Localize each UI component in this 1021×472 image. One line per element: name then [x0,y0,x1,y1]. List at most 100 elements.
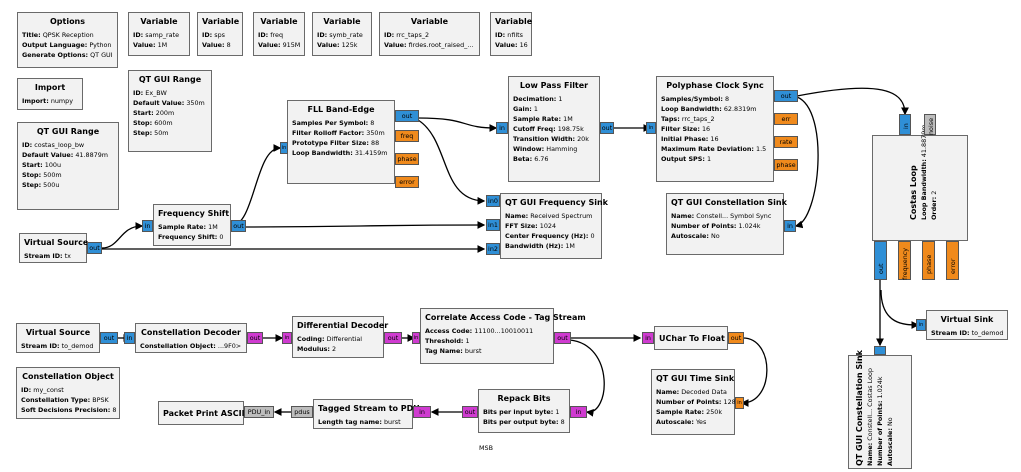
correlate-access-code-block[interactable]: Correlate Access Code - Tag Stream Acces… [420,308,586,364]
qt-gui-constellation-sink-costas-block[interactable]: QT GUI Constellation Sink Name: Constell… [848,350,912,469]
pdu-print-in-port[interactable]: PDU_in [244,406,274,418]
param-row: Samples Per Symbol: 8 [292,119,375,127]
block-title: Virtual Sink [940,315,994,324]
param-row: Constellation Object: ...9F0> [140,342,242,350]
fll-freq-port[interactable]: freq [395,130,419,142]
const-dec-out-port[interactable]: out [247,332,263,344]
ts2pdu-pdus-port[interactable]: pdus [291,406,313,418]
param-row: Sample Rate: 250k [656,408,723,416]
block-title: Variable [140,17,178,26]
pfb-err-port[interactable]: err [774,113,798,125]
wire-freqshift-fll [230,144,282,227]
import-block[interactable]: Import Import: numpy [17,78,83,110]
qt-gui-range-exbw-block[interactable]: QT GUI Range ID: Ex_BW Default Value: 35… [128,70,212,152]
polyphase-clock-sync-block[interactable]: Polyphase Clock Sync Samples/Symbol: 8 L… [656,76,774,182]
fll-phase-port[interactable]: phase [395,153,419,165]
block-title: Variable [202,17,240,26]
param-row: Step: 500u [22,181,60,189]
qt-gui-frequency-sink-block[interactable]: QT GUI Frequency Sink Name: Received Spe… [500,193,608,259]
virtual-source-tx-block[interactable]: Virtual Source Stream ID: tx [19,233,89,263]
param-row: Sample Rate: 1M [513,115,573,123]
repack-out-port[interactable]: out [462,406,478,418]
block-title: QT GUI Frequency Sink [505,198,608,207]
pfb-in-port[interactable]: in [646,122,656,134]
const-sink2-in-port[interactable] [874,346,886,355]
tagged-stream-to-pdu-block[interactable]: Tagged Stream to PDU Length tag name: bu… [313,399,420,429]
pfb-phase-port[interactable]: phase [774,159,798,171]
lpf-out-port[interactable]: out [600,122,614,134]
packet-print-ascii-block[interactable]: Packet Print ASCII [158,401,245,425]
param-row: Constellation Type: BPSK [21,396,109,404]
fll-error-port[interactable]: error [395,176,419,188]
wire-fll-freqsink-in0 [417,119,486,205]
costas-frequency-port[interactable]: frequency [898,241,911,280]
param-row: Stop: 500m [22,171,62,179]
corr-out-port[interactable]: out [554,332,571,344]
block-title: Virtual Source [24,238,89,247]
uchar-to-float-block[interactable]: UChar To Float [654,326,728,350]
qt-gui-time-sink-block[interactable]: QT GUI Time Sink Name: Decoded Data Numb… [651,369,736,435]
param-row: ID: rrc_taps_2 [384,31,430,39]
costas-phase-port[interactable]: phase [922,241,935,280]
virtual-source-demod-block[interactable]: Virtual Source Stream ID: to_demod [16,323,100,353]
variable-symb-rate-block[interactable]: Variable ID: symb_rate Value: 125k [312,12,372,56]
constellation-decoder-block[interactable]: Constellation Decoder Constellation Obje… [135,323,247,353]
uchar-in-port[interactable]: in [642,332,654,344]
uchar-out-port[interactable]: out [728,332,744,344]
diff-dec-out-port[interactable]: out [384,332,402,344]
param-row: Bandwidth (Hz): 1M [505,242,575,250]
freq-sink-in2-port[interactable]: in2 [486,243,500,255]
pfb-rate-port[interactable]: rate [774,136,798,148]
low-pass-filter-block[interactable]: Low Pass Filter Decimation: 1 Gain: 1 Sa… [508,76,600,182]
param-row: Window: Hamming [513,145,578,153]
corr-in-port[interactable]: in [412,332,420,344]
fll-band-edge-block[interactable]: FLL Band-Edge Samples Per Symbol: 8 Filt… [287,100,395,184]
differential-decoder-block[interactable]: Differential Decoder Coding: Differentia… [292,316,388,358]
wire-vsrc-freqshift [101,222,144,249]
freq-shift-in-port[interactable]: in [142,220,153,232]
diff-dec-in-port[interactable]: in [282,332,292,344]
param-row: Number of Points: 128 [656,398,736,406]
qt-gui-constellation-sink-symbol-block[interactable]: QT GUI Constellation Sink Name: Constell… [666,193,787,255]
freq-sink-in1-port[interactable]: in1 [486,219,500,231]
param-row: Loop Bandwidth: 41.8879m [920,124,928,221]
const-sink1-in-port[interactable]: in [784,220,796,232]
vsrc-demod-out-port[interactable]: out [100,332,118,344]
freq-shift-out-port[interactable]: out [231,220,246,232]
costas-noise-port[interactable]: noise [924,114,936,135]
virtual-sink-block[interactable]: Virtual Sink Stream ID: to_demod [926,310,1008,340]
repack-in-port[interactable]: in [570,406,587,418]
costas-error-port[interactable]: error [946,241,959,280]
param-row: ID: costas_loop_bw [22,141,85,149]
freq-sink-in0-port[interactable]: in0 [486,195,500,207]
param-row: Soft Decisions Precision: 8 [21,406,117,414]
param-row: Value: 125k [317,41,358,49]
pfb-out-port[interactable]: out [774,90,798,102]
frequency-shift-block[interactable]: Frequency Shift Sample Rate: 1M Frequenc… [153,204,231,246]
constellation-object-block[interactable]: Constellation Object ID: my_const Conste… [16,367,120,419]
param-row: ID: nfilts [495,31,523,39]
block-title: FLL Band-Edge [307,105,375,114]
lpf-in-port[interactable]: in [496,122,508,134]
variable-freq-block[interactable]: Variable ID: freq Value: 915M [253,12,305,56]
fll-out-port[interactable]: out [395,110,419,122]
time-sink-in-port[interactable]: in [735,397,744,409]
repack-bits-block[interactable]: Repack Bits Bits per input byte: 1 Bits … [478,389,570,433]
vsink-in-port[interactable]: in [916,319,926,331]
variable-samp-rate-block[interactable]: Variable ID: samp_rate Value: 1M [128,12,190,56]
variable-nfilts-block[interactable]: Variable ID: nfilts Value: 16 [490,12,532,56]
costas-in-port[interactable]: in [899,114,911,135]
variable-sps-block[interactable]: Variable ID: sps Value: 8 [197,12,243,56]
fll-in-port[interactable]: in [280,142,288,154]
qt-gui-range-costas-block[interactable]: QT GUI Range ID: costas_loop_bw Default … [17,122,119,210]
variable-rrc-taps-block[interactable]: Variable ID: rrc_taps_2 Value: firdes.ro… [379,12,480,56]
options-block[interactable]: Options Title: QPSK Reception Output Lan… [17,12,118,68]
costas-out-port[interactable]: out [874,241,887,280]
param-row: Transition Width: 20k [513,135,589,143]
vsrc-tx-out-port[interactable]: out [87,242,102,254]
ts2pdu-in-port[interactable]: in [413,406,431,418]
param-row: Stream ID: to_demod [931,329,1004,337]
wire-fll-lpf [417,117,498,132]
costas-loop-block[interactable]: Costas Loop Loop Bandwidth: 41.8879m Ord… [872,125,968,241]
const-dec-in-port[interactable]: in [124,332,135,344]
